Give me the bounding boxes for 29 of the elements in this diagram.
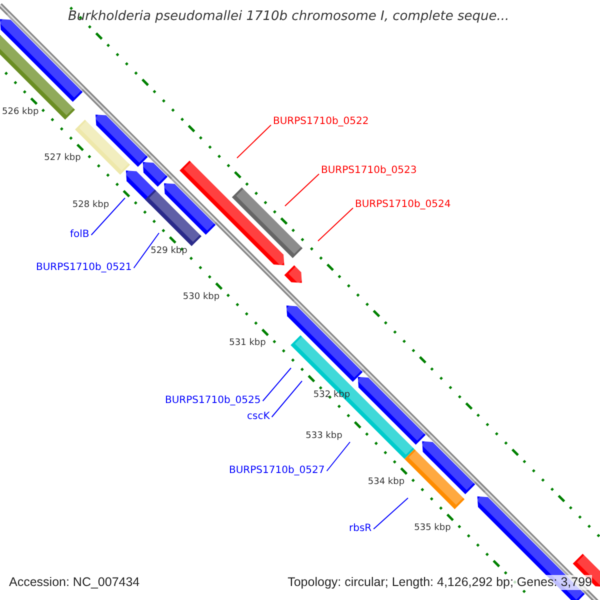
scale-label: 526 kbp (2, 107, 39, 118)
gene-label: BURPS1710b_0523 (321, 165, 417, 177)
gene-label: folB (70, 229, 90, 241)
leader-line (284, 174, 320, 206)
leader-line (90, 198, 126, 236)
scale-label: 534 kbp (368, 477, 405, 488)
leader-line (236, 124, 272, 158)
leader-line (133, 232, 160, 268)
gene-label: BURPS1710b_0525 (165, 395, 261, 407)
scale-label: 528 kbp (72, 200, 110, 211)
gene-label: cscK (247, 411, 270, 423)
leader-line (326, 442, 350, 472)
gene-label: BURPS1710b_0522 (273, 116, 369, 128)
scale-label: 533 kbp (306, 430, 342, 442)
leader-line (318, 208, 354, 242)
gene-label: BURPS1710b_0524 (355, 199, 451, 211)
gene-label: rbsR (349, 523, 372, 535)
leader-line (373, 498, 408, 530)
scale-label: 527 kbp (44, 153, 81, 164)
scale-label: 530 kbp (182, 292, 220, 304)
title: Burkholderia pseudomallei 1710b chromosome I, complete seque... (68, 9, 510, 24)
scale-label: 535 kbp (414, 523, 451, 534)
leader-line (271, 380, 302, 418)
gene-label: BURPS1710b_0521 (36, 262, 132, 274)
scale-label: 531 kbp (229, 338, 266, 350)
gene-label: BURPS1710b_0527 (229, 465, 325, 477)
scale-label: 529 kbp (150, 246, 188, 257)
footer-text: Accession: NC_007434 (9, 575, 140, 590)
leader-line (262, 368, 292, 402)
